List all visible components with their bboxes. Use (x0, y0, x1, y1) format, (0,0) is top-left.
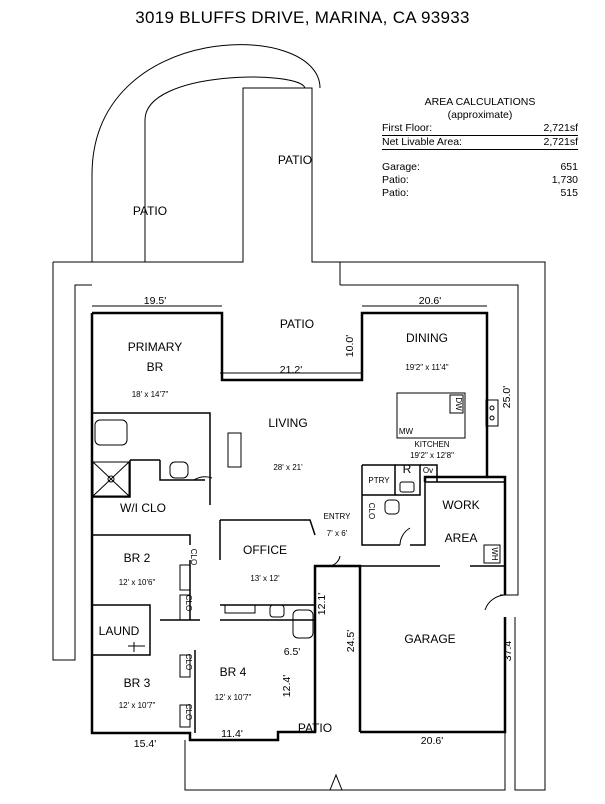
dim-19-5: 19.5' (144, 295, 166, 307)
work-area-label-2: AREA (445, 531, 478, 545)
garage-label: GARAGE (404, 632, 455, 646)
dim-12-4: 12.4' (281, 675, 293, 697)
microwave-label: MW (399, 427, 414, 436)
clo-br2-bottom-label: CLO (184, 595, 193, 611)
exterior-walls (90, 311, 507, 742)
dimension-labels: 19.5' 20.6' 10.0' 21.2' 25.0' 12.1' 6.5'… (134, 295, 514, 750)
primary-br-label-2: BR (147, 360, 164, 374)
refrigerator-label: R (403, 462, 412, 476)
wic-label: W/I CLO (120, 501, 166, 515)
dim-20-6-top: 20.6' (419, 295, 441, 307)
laundry-label: LAUND (99, 624, 140, 638)
fixtures (92, 392, 506, 791)
room-labels: PATIO PATIO PATIO PATIO PRIMARY BR 18' x… (99, 153, 480, 735)
patio-north-left-label: PATIO (133, 204, 167, 218)
area-row-first-floor: First Floor:2,721sf (382, 122, 578, 136)
dim-6-5: 6.5' (284, 646, 301, 658)
patio-center-label: PATIO (280, 317, 314, 331)
water-heater-label: WH (490, 547, 499, 561)
br2-size: 12' x 10'6" (119, 578, 156, 587)
entry-size: 7' x 6' (327, 529, 348, 538)
clo-br3-top-label: CLO (184, 654, 193, 670)
clo-br2-top-label: CLO (189, 549, 198, 565)
patio-north-right-label: PATIO (278, 153, 312, 167)
dim-20-6-bottom: 20.6' (421, 735, 443, 747)
dim-37-4: 37.4' (502, 639, 514, 661)
pantry-label: PTRY (368, 476, 390, 485)
office-label: OFFICE (243, 543, 287, 557)
oven-label: Ov (423, 466, 433, 475)
clo-entry-label: CLO (367, 503, 376, 519)
dim-25-0: 25.0' (501, 386, 513, 408)
page-title: 3019 BLUFFS DRIVE, MARINA, CA 93933 (135, 8, 470, 27)
br4-size: 12' x 10'7" (215, 693, 252, 702)
dim-15-4: 15.4' (134, 738, 156, 750)
dining-label: DINING (406, 331, 448, 345)
br3-label: BR 3 (124, 676, 151, 690)
office-size: 13' x 12' (250, 574, 280, 583)
area-row-patio-1: Patio:1,730 (382, 174, 578, 186)
dining-size: 19'2" x 11'4" (405, 363, 448, 372)
area-row-net-livable: Net Livable Area:2,721sf (382, 136, 578, 150)
area-heading: AREA CALCULATIONS (424, 96, 536, 108)
dim-10-0: 10.0' (344, 335, 356, 357)
dim-11-4: 11.4' (221, 728, 243, 740)
area-row-patio-2: Patio:515 (382, 187, 578, 199)
primary-br-label-1: PRIMARY (128, 340, 182, 354)
br3-size: 12' x 10'7" (119, 701, 156, 710)
br4-label: BR 4 (220, 665, 247, 679)
entry-label: ENTRY (324, 512, 352, 521)
area-row-garage: Garage:651 (382, 161, 578, 173)
dishwasher-label: DW (454, 397, 463, 411)
patio-south-label: PATIO (298, 721, 332, 735)
dim-21-2: 21.2' (280, 364, 302, 376)
primary-br-size: 18' x 14'7" (132, 390, 169, 399)
kitchen-label: KITCHEN (414, 440, 449, 449)
area-calculations: AREA CALCULATIONS (approximate) First Fl… (382, 96, 578, 200)
kitchen-size: 19'2" x 12'8" (410, 451, 454, 460)
dim-24-5: 24.5' (345, 630, 357, 652)
interior-walls (92, 313, 505, 733)
patio-outlines (52, 44, 546, 791)
dim-12-1: 12.1' (316, 593, 328, 615)
living-size: 28' x 21' (273, 463, 303, 472)
living-label: LIVING (268, 416, 307, 430)
clo-br3-bottom-label: CLO (184, 704, 193, 720)
dimension-lines (92, 305, 487, 374)
work-area-label-1: WORK (442, 498, 479, 512)
area-subheading: (approximate) (447, 109, 513, 121)
br2-label: BR 2 (124, 551, 151, 565)
fixture-labels: CLO CLO CLO CLO CLO R Ov DW MW WH (184, 397, 499, 720)
